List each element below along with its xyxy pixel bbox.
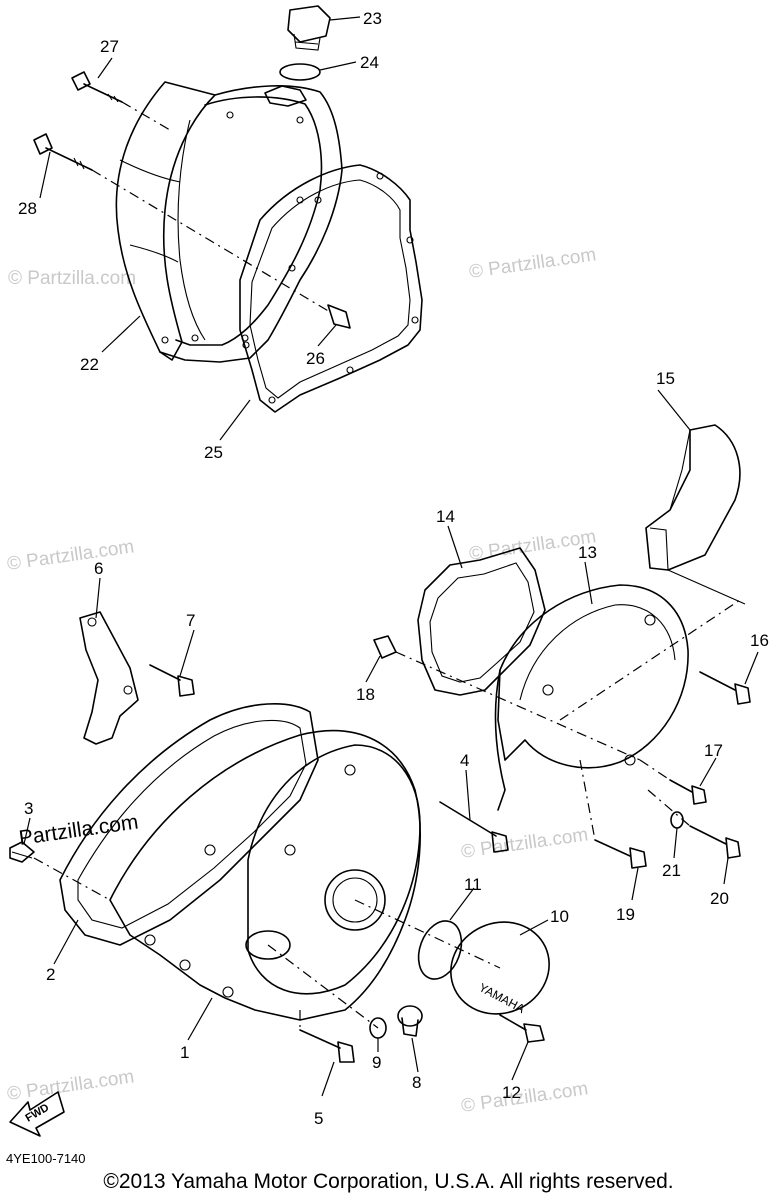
part-28-bolt xyxy=(33,133,93,171)
part-17-bolt xyxy=(669,779,707,805)
leader-extension xyxy=(667,569,746,605)
part-7-bolt xyxy=(149,664,195,697)
watermark: © Partzilla.com xyxy=(460,1078,590,1117)
diagram-code: 4YE100-7140 xyxy=(6,1151,86,1166)
callout-17: 17 xyxy=(704,741,723,760)
callout-27: 27 xyxy=(100,37,119,56)
callout-20: 20 xyxy=(710,889,729,908)
part-16-bolt xyxy=(699,671,751,705)
part-23-filler-cap xyxy=(287,5,331,51)
watermark-layer: © Partzilla.com © Partzilla.com © Partzi… xyxy=(6,244,598,1117)
callout-8: 8 xyxy=(412,1073,421,1092)
part-19-bolt xyxy=(594,839,647,869)
callout-1: 1 xyxy=(180,1043,189,1062)
centerline xyxy=(579,759,691,841)
callout-16: 16 xyxy=(750,631,769,650)
part-15-bracket xyxy=(645,424,741,571)
part-18-dowel xyxy=(373,635,397,659)
centerline xyxy=(395,651,641,761)
callout-21: 21 xyxy=(662,861,681,880)
callout-15: 15 xyxy=(656,369,675,388)
centerline xyxy=(33,857,111,901)
part-14-gasket xyxy=(417,547,546,696)
callout-12: 12 xyxy=(502,1083,521,1102)
part-12-screw xyxy=(499,1014,545,1043)
callout-25: 25 xyxy=(204,443,223,462)
part-3-bolt xyxy=(9,841,35,863)
callout-9: 9 xyxy=(372,1053,381,1072)
part-5-bolt xyxy=(299,1029,355,1063)
callout-26: 26 xyxy=(306,349,325,368)
part-11-o-ring xyxy=(417,920,463,980)
part-4-bolt xyxy=(439,801,509,853)
part-2-gasket xyxy=(59,703,319,946)
callout-18: 18 xyxy=(356,685,375,704)
centerline xyxy=(91,169,331,313)
callout-23: 23 xyxy=(363,9,382,28)
part-13-cover xyxy=(494,584,689,811)
callout-22: 22 xyxy=(80,355,99,374)
callout-3: 3 xyxy=(24,799,33,818)
callout-5: 5 xyxy=(314,1109,323,1128)
callout-11: 11 xyxy=(464,875,482,894)
part-26-dowel xyxy=(327,304,351,329)
copyright-notice: ©2013 Yamaha Motor Corporation, U.S.A. A… xyxy=(103,1170,674,1193)
centerline xyxy=(559,599,741,721)
watermark: © Partzilla.com xyxy=(8,268,136,289)
part-1-crankcase-cover xyxy=(109,729,421,1021)
callout-28: 28 xyxy=(18,199,37,218)
callout-7: 7 xyxy=(186,611,195,630)
callout-19: 19 xyxy=(616,905,635,924)
centerline xyxy=(267,899,501,1030)
callout-6: 6 xyxy=(94,559,103,578)
watermark: © Partzilla.com xyxy=(6,1066,136,1105)
part-24-o-ring xyxy=(279,63,321,81)
watermark-prominent: Partzilla.com xyxy=(17,810,139,850)
leader-lines xyxy=(23,16,759,1097)
callout-2: 2 xyxy=(46,965,55,984)
callout-24: 24 xyxy=(360,53,379,72)
watermark: © Partzilla.com xyxy=(468,244,598,283)
part-27-bolt xyxy=(71,71,123,103)
part-25-gasket xyxy=(239,164,423,413)
yamaha-emboss: YAMAHA xyxy=(477,980,528,1016)
callout-13: 13 xyxy=(578,543,597,562)
centerline xyxy=(121,101,171,131)
part-20-bolt xyxy=(689,825,741,859)
callout-4: 4 xyxy=(460,751,469,770)
part-8-plug xyxy=(397,1005,423,1037)
part-6-bracket xyxy=(79,611,139,745)
callout-numbers: 23 24 27 28 22 26 25 15 14 13 16 18 6 7 … xyxy=(18,9,769,1128)
watermark: © Partzilla.com xyxy=(460,824,590,863)
watermark: © Partzilla.com xyxy=(6,536,136,575)
callout-14: 14 xyxy=(436,507,455,526)
callout-10: 10 xyxy=(550,907,569,926)
part-22-housing xyxy=(115,81,343,363)
